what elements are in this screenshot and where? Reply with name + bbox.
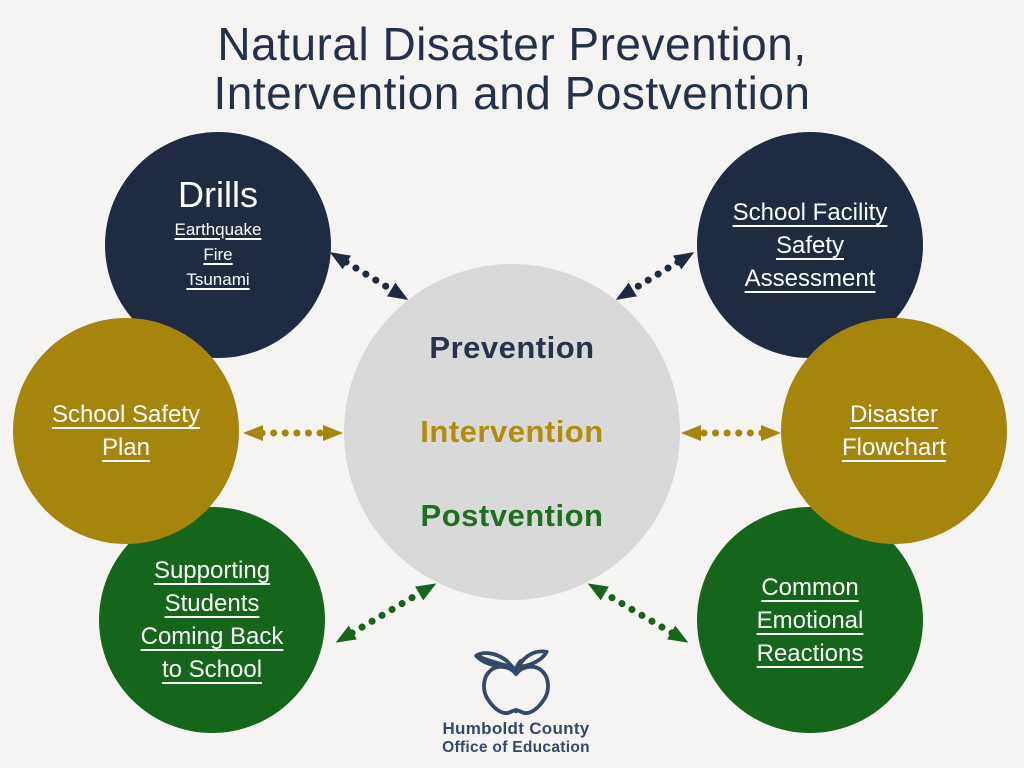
emotional-link-line[interactable]: Reactions xyxy=(756,639,864,667)
title-line-1: Natural Disaster Prevention, xyxy=(217,18,807,70)
drills-link-earthquake[interactable]: Earthquake xyxy=(174,219,262,239)
flowchart-link-line[interactable]: Flowchart xyxy=(841,434,947,461)
drills-link-tsunami[interactable]: Tsunami xyxy=(186,269,250,289)
drills-link-fire[interactable]: Fire xyxy=(203,244,233,264)
safety-plan-link-line[interactable]: School Safety xyxy=(51,401,201,428)
safety-plan-link-line[interactable]: Plan xyxy=(101,434,151,461)
arrow-bottom-left xyxy=(335,583,437,643)
label-postvention: Postvention xyxy=(420,498,604,533)
flowchart-link-line[interactable]: Disaster xyxy=(849,401,939,428)
bubble-school-facility-safety-assessment: School Facility Safety Assessment xyxy=(697,132,923,358)
drills-heading: Drills xyxy=(178,173,258,215)
center-circle: Prevention Intervention Postvention xyxy=(344,264,680,600)
bubble-disaster-flowchart: Disaster Flowchart xyxy=(781,318,1007,544)
logo-org-name: Humboldt County xyxy=(442,719,590,738)
bubble-supporting-students: Supporting Students Coming Back to Schoo… xyxy=(99,507,325,733)
logo-org-dept: Office of Education xyxy=(442,739,590,756)
facility-link-line[interactable]: Safety xyxy=(775,231,845,259)
bubble-drills-content: Drills Earthquake Fire Tsunami xyxy=(175,173,262,292)
facility-link-line[interactable]: School Facility xyxy=(732,198,888,226)
supporting-link-line[interactable]: Supporting xyxy=(153,557,271,584)
supporting-link-line[interactable]: Coming Back xyxy=(140,623,284,650)
arrow-top-left xyxy=(329,252,409,300)
emotional-link-line[interactable]: Emotional xyxy=(756,606,864,634)
title-line-2: Intervention and Postvention xyxy=(213,67,811,119)
emotional-link-line[interactable]: Common xyxy=(761,573,859,601)
bubble-drills: Drills Earthquake Fire Tsunami xyxy=(105,132,331,358)
arrow-top-right xyxy=(615,252,695,300)
label-intervention: Intervention xyxy=(420,414,604,449)
facility-link-line[interactable]: Assessment xyxy=(744,264,876,292)
page-title: Natural Disaster Prevention, Interventio… xyxy=(0,20,1024,118)
label-prevention: Prevention xyxy=(429,330,595,365)
bubble-school-safety-plan: School Safety Plan xyxy=(13,318,239,544)
arrow-bottom-right xyxy=(587,583,689,643)
supporting-link-line[interactable]: to School xyxy=(161,656,263,683)
hcoe-logo: Humboldt County Office of Education xyxy=(406,645,626,757)
apple-feather-icon xyxy=(474,649,550,716)
supporting-link-line[interactable]: Students xyxy=(164,590,260,617)
bubble-common-emotional-reactions: Common Emotional Reactions xyxy=(697,507,923,733)
